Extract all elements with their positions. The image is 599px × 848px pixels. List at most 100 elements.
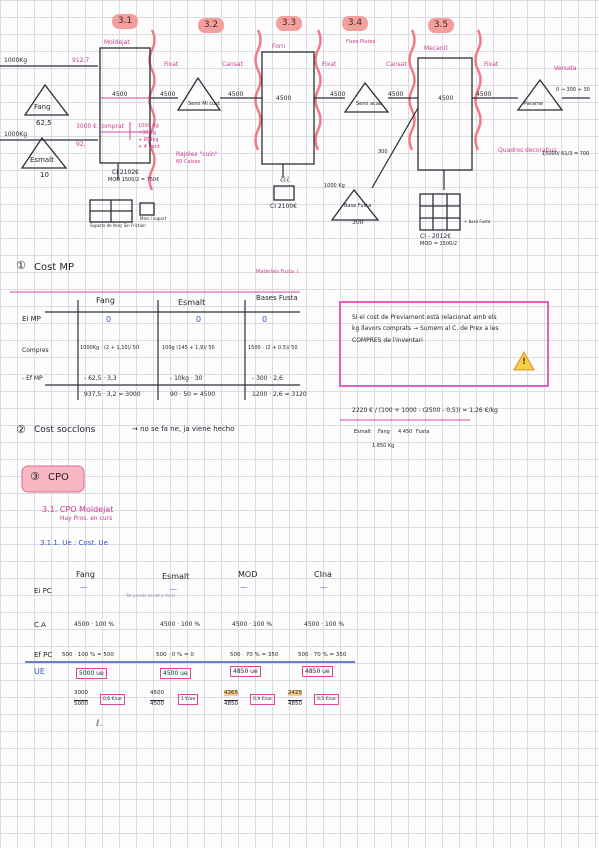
cursor-mark: ℓ.: [96, 719, 103, 729]
s3-cell: 4500 · 100 %: [74, 621, 115, 628]
s3-header: Esmalt: [162, 572, 190, 581]
semi-mol-label: Semi Mi cust: [188, 101, 220, 107]
esmalt-qty: 1000Kg: [4, 131, 28, 138]
section-1-number: ①: [16, 259, 26, 272]
semi-aca-label: Semi acab: [356, 101, 383, 107]
moldejat-note-4: + 4 vent: [138, 144, 160, 150]
esmalt-note: 3000 € comprat: [76, 123, 125, 130]
s1-header-bases: Bases Fusta: [256, 294, 298, 302]
frac-num: 3000: [74, 690, 88, 696]
question-marks: ¿¿¿: [280, 175, 290, 182]
frac-num: 2425: [288, 690, 302, 697]
s3-ue-box: 5000 ue: [76, 668, 107, 679]
s3-header: CIna: [314, 570, 332, 579]
paraula-label: Parame: [524, 101, 543, 107]
flow-4500-b: 4500: [388, 91, 404, 98]
section-3-2-badge: 3.2: [198, 18, 224, 33]
grid-caption-2: Marc i suport: [140, 216, 167, 221]
fixes-plutes: Fixes Plutes: [346, 39, 376, 45]
semi-mol-out: 4500: [228, 91, 244, 98]
frac-den: 4850: [224, 700, 238, 707]
moldejat-note-1: 1000 Kg: [138, 123, 159, 129]
section-3-4-badge: 3.4: [342, 16, 368, 31]
esmalt-label: Esmalt: [30, 156, 54, 164]
frac-num: 4500: [150, 690, 164, 696]
s1-note: Si el cost de Previament està relacionat…: [352, 314, 499, 344]
s1-cell: 0: [196, 315, 202, 324]
section-3-number: ③: [30, 470, 40, 483]
s3-cell: —: [170, 585, 177, 593]
ci-1: CI 2102€: [112, 169, 139, 176]
s1-cell: - 62,5 · 3,3: [84, 375, 117, 382]
frac-den: 4500: [150, 700, 164, 707]
section-2-note: → no se fa ne, ja viene hecho: [132, 425, 235, 433]
frac-result: 0,5 €/ue: [314, 694, 339, 705]
s3-row-label: C.A: [34, 621, 46, 629]
s1-calc-sub: Fusta: [416, 429, 430, 435]
s1-row-label-compres: Compres: [22, 347, 49, 354]
ci-3: CI - 2012€: [420, 233, 452, 240]
s3-header: Fang: [76, 570, 95, 579]
fixed-label-1: Fixat: [164, 61, 179, 68]
rajoles-sub: 60 Caixes: [176, 159, 201, 165]
s1-calc-sub: Fang: [378, 429, 390, 435]
moldejat-out: 4500: [112, 91, 128, 98]
flow-4500-a: 4500: [330, 91, 346, 98]
semi-in: 4500: [160, 91, 176, 98]
section-3-sub2: Hay Pros. en curs: [60, 515, 113, 522]
warning-icon: !: [522, 357, 527, 367]
forn-out: 4500: [276, 95, 292, 102]
s1-header-fang: Fang: [96, 296, 115, 305]
s3-ue-box: 4500 ue: [160, 668, 191, 679]
s3-row-label-ue: UE: [34, 667, 45, 676]
cansat-label-1: Cansat: [222, 61, 243, 68]
frac-num: 4365: [224, 690, 238, 697]
s3-header: MOD: [238, 570, 258, 579]
mecanit-out: 4500: [438, 95, 454, 102]
s1-calc-sub: 4 450: [398, 429, 413, 435]
fixed-label-3: Fixat: [484, 61, 499, 68]
section-2-title: Cost socclons: [34, 425, 96, 435]
s3-cell: 4500 · 100 %: [304, 621, 345, 628]
frac-result: 1 €/ue: [178, 694, 199, 705]
fang-qty: 1000Kg: [4, 57, 28, 64]
s1-cell: - 10kg · 30: [170, 375, 203, 382]
rajoles-label: Rajoles "cuin": [176, 151, 218, 158]
flow-300: 300: [378, 149, 388, 155]
s1-calc: 2220 € / (100 + 1000 - (2500 - 0,5)) = 1…: [352, 407, 498, 414]
s1-row-label-ef: - Ef MP: [22, 375, 43, 382]
section-1-annotation: Materials Fusta ↓: [256, 269, 300, 275]
paraula-out: 0 → 300 + 30: [556, 87, 590, 93]
ci-2: CI 2100€: [270, 203, 297, 210]
s1-cell: 100g (145 + 1,9)/ 50: [162, 345, 215, 351]
frac-den: 4850: [288, 700, 302, 707]
s3-ue-box: 4850 ue: [302, 666, 333, 677]
moldejat-note-2: +90 kg: [138, 130, 157, 136]
fang-flow: 912,7: [72, 57, 90, 64]
section-3-5-badge: 3.5: [428, 18, 454, 33]
s3-row-label: Ef PC: [34, 651, 53, 659]
quadros-value: 15000/ 61/3 = 700: [542, 151, 590, 157]
moldejat-note-3: + Ø 4kg: [138, 137, 159, 143]
section-2-number: ②: [16, 423, 26, 436]
s3-ue-box: 4850 ue: [230, 666, 261, 677]
grid-caption-3: + base Fusta: [464, 219, 491, 224]
s3-cell: —: [240, 583, 247, 591]
s3-cell: 500 · 0 % = 0: [156, 652, 194, 658]
base-top: 1000 Kg: [324, 183, 345, 189]
s1-calc-sub: Esmalt: [354, 429, 372, 435]
s1-cell: 0: [262, 315, 268, 324]
s3-cell: 500 · 70 % = 350: [298, 652, 347, 658]
quadros-label: Quadros decoratius: [498, 147, 557, 154]
frac-result: 0,6 €/ue: [100, 694, 125, 705]
section-1-title: Cost MP: [34, 262, 75, 273]
s3-cell: —: [320, 583, 327, 591]
s3-small-note: Tot procés iniciat a l'inici: [126, 593, 175, 598]
s1-cell: - 300 · 2,6: [252, 375, 283, 382]
s1-row-label-ei: Ei MP: [22, 315, 41, 323]
moldejat-label: Moldejat: [104, 39, 130, 46]
esmalt-flow: 92,: [76, 141, 86, 148]
ci-1-mod: MOD 1500/2 = 750€: [108, 177, 160, 183]
fang-label: Fang: [34, 103, 51, 111]
